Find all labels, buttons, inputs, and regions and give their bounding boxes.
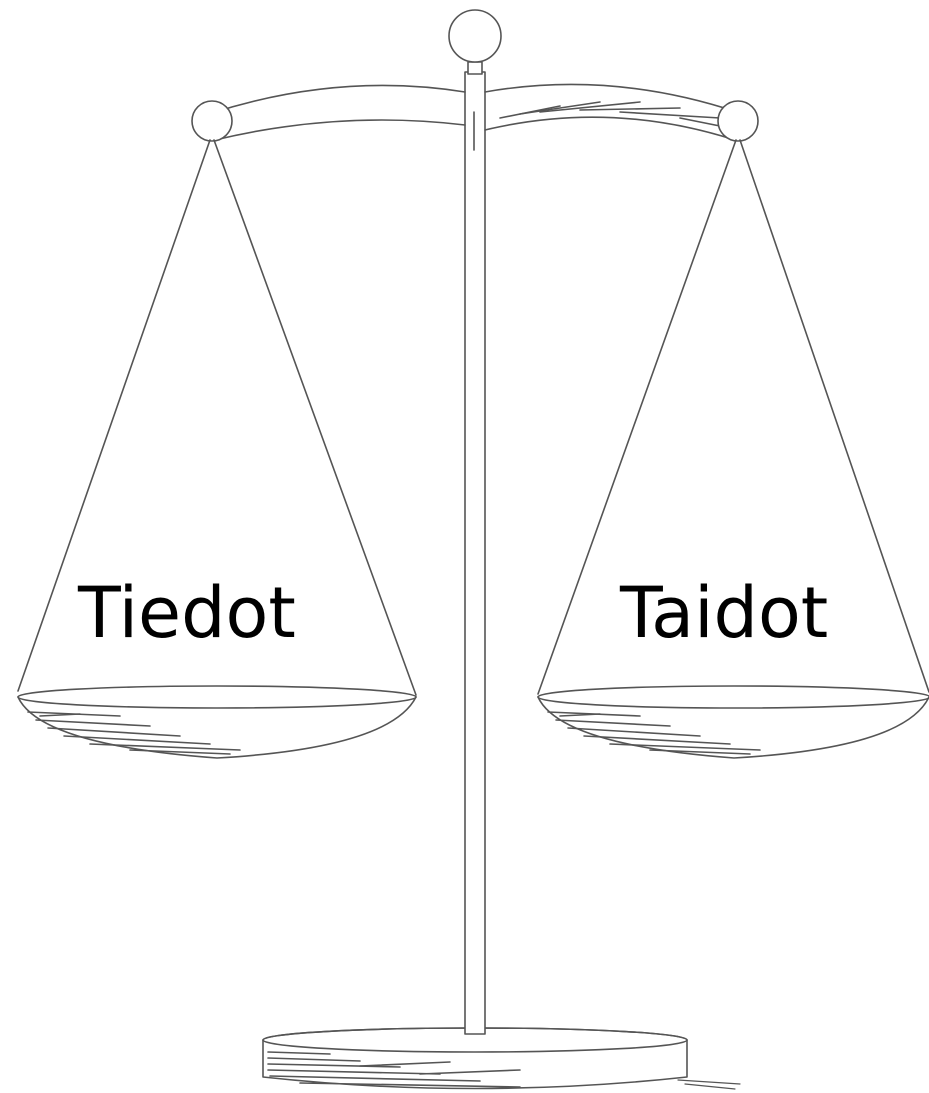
left-knob bbox=[192, 101, 232, 141]
scale-finial bbox=[449, 10, 501, 62]
left-pan bbox=[18, 686, 416, 758]
right-knob bbox=[718, 101, 758, 141]
scale-base bbox=[263, 1028, 740, 1089]
right-pan bbox=[538, 686, 929, 758]
right-pan-label: Taidot bbox=[620, 578, 828, 648]
left-pan-label: Tiedot bbox=[78, 578, 296, 648]
scale-pole bbox=[465, 62, 485, 1034]
